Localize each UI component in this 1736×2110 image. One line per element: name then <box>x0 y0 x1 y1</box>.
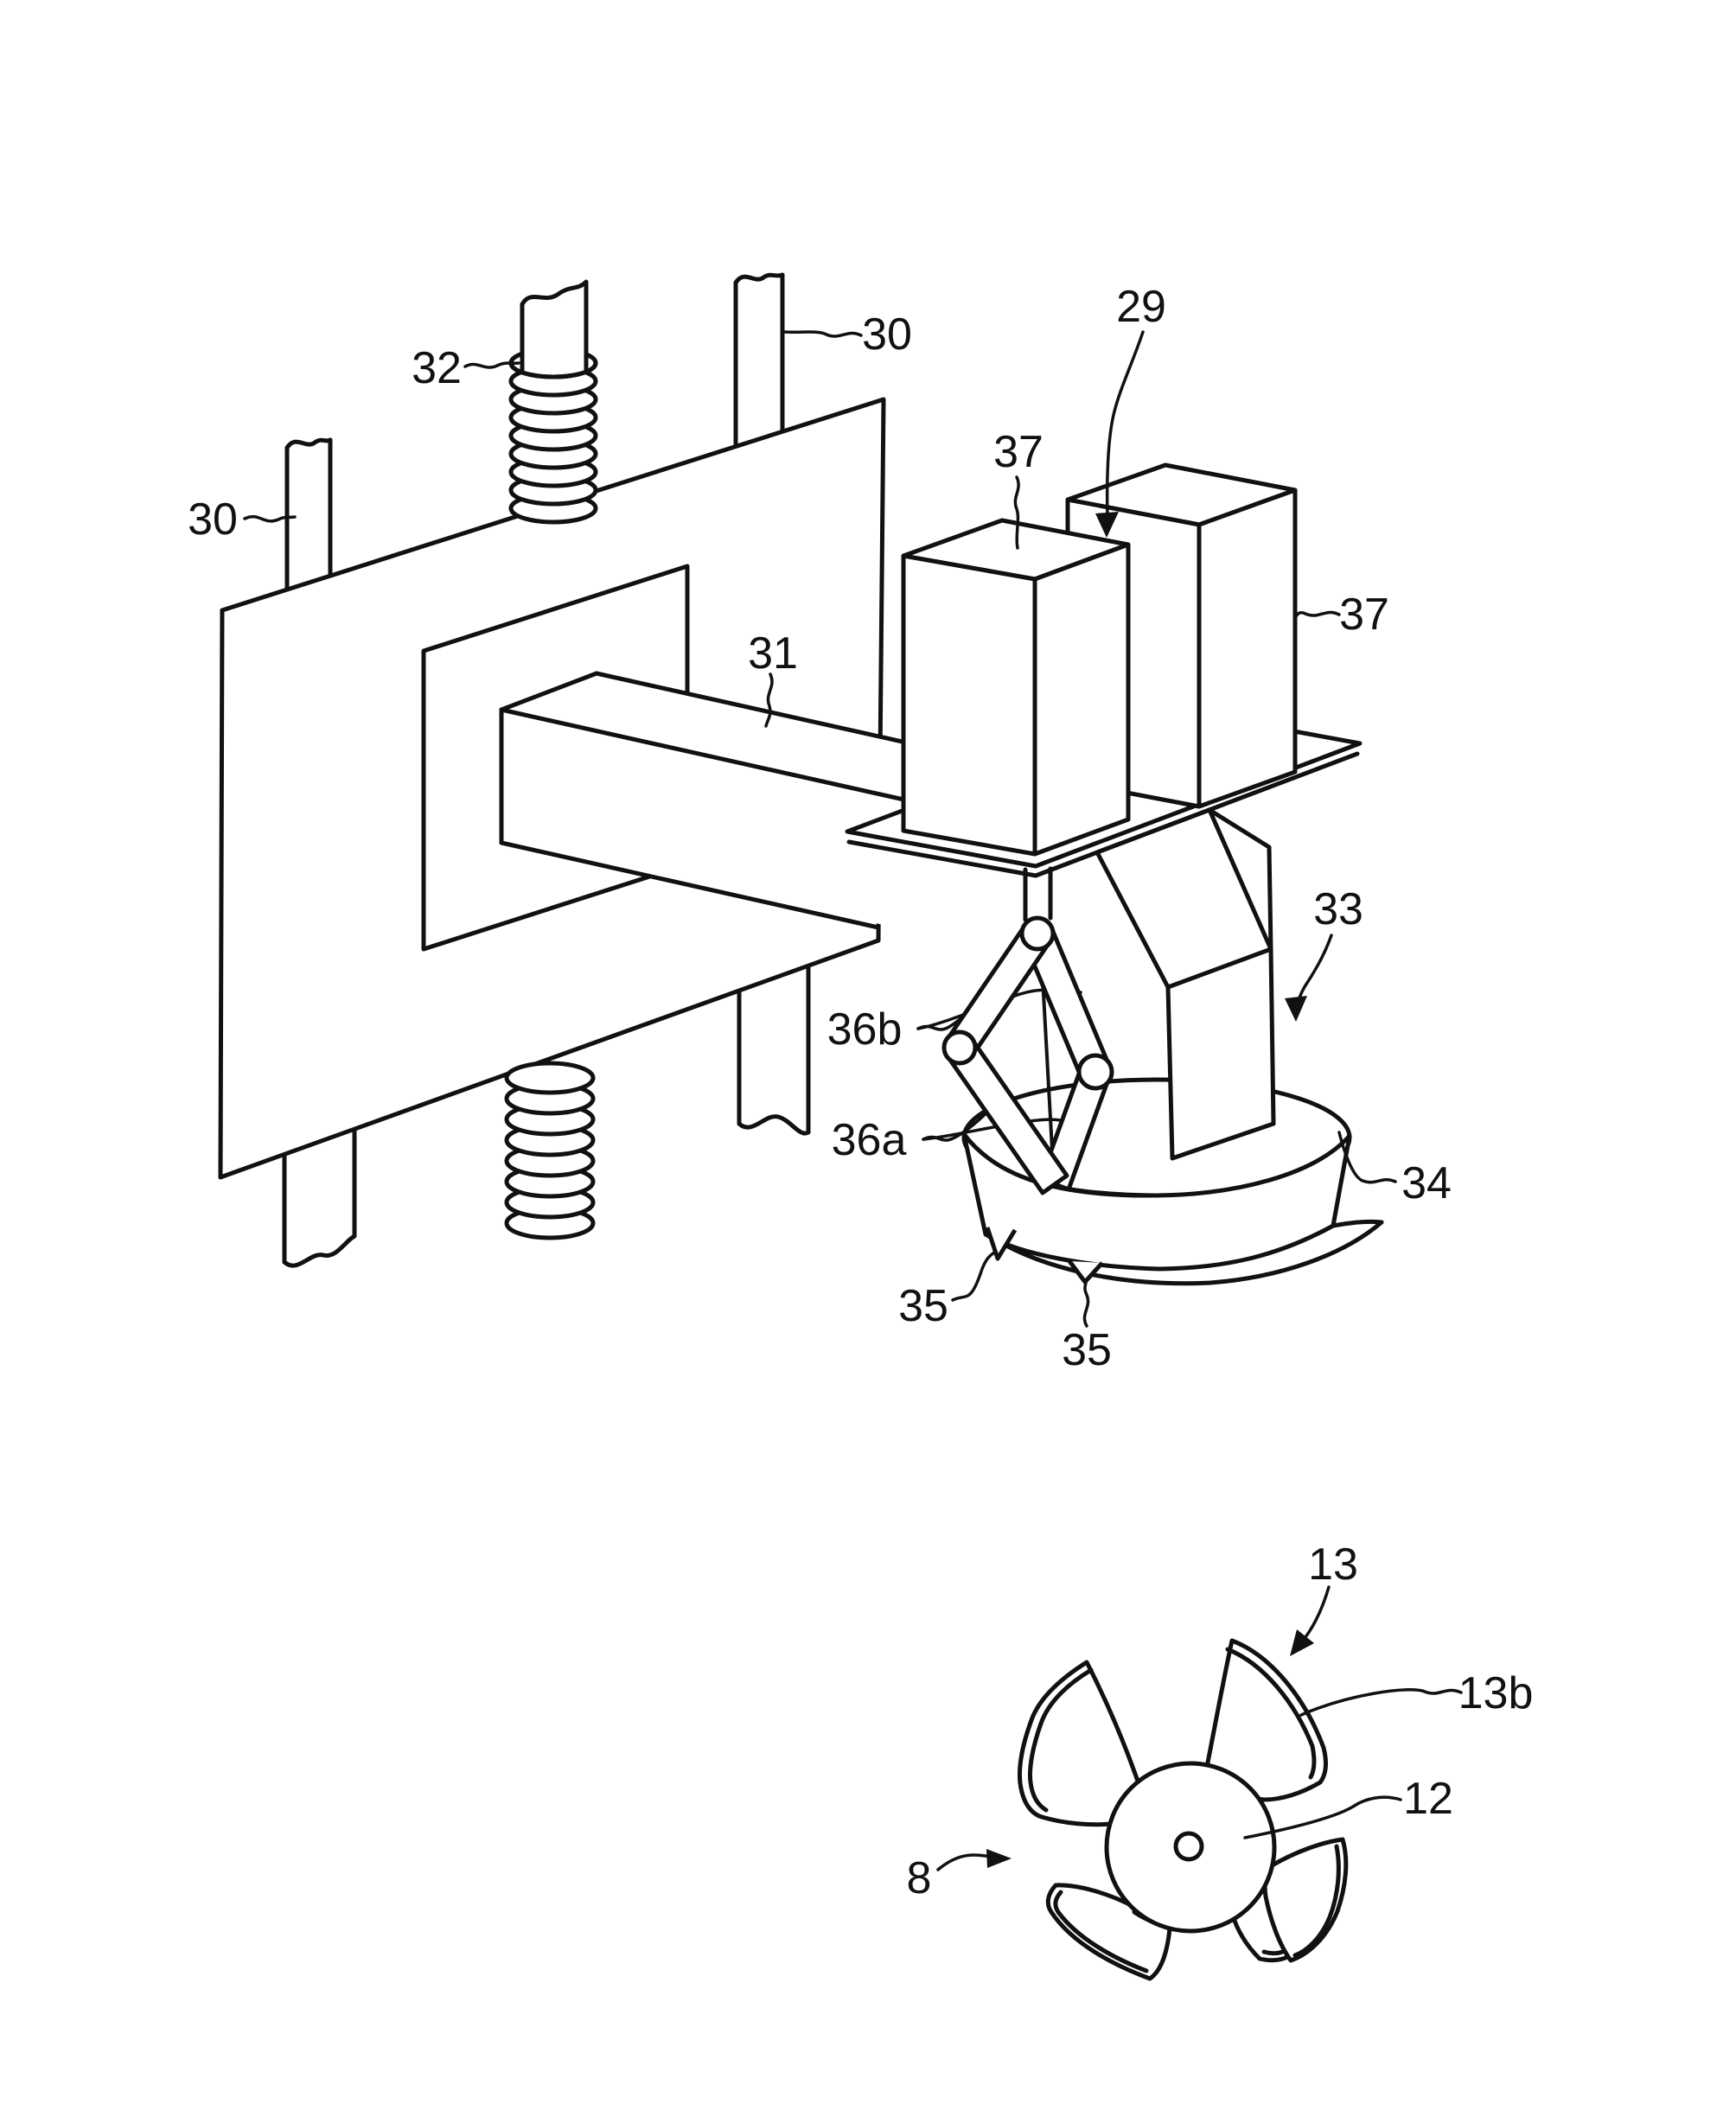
leader-35-bottom <box>1082 1281 1090 1328</box>
impeller-blade-upper-right <box>1201 1638 1329 1802</box>
scissor-linkage <box>941 915 1114 1195</box>
leader-35-left <box>951 1251 996 1302</box>
linkage-pin-top <box>1019 915 1056 952</box>
leader-12 <box>1243 1795 1402 1839</box>
leader-30-right <box>783 330 863 338</box>
ref-label-37-right: 37 <box>1339 590 1389 640</box>
bowl-bottom-lip <box>1002 1220 1384 1286</box>
arrow-33 <box>1285 934 1333 1022</box>
arrow-29 <box>1095 330 1145 538</box>
guide-post-top-middle <box>733 272 785 456</box>
guide-post-bottom-left <box>282 1129 357 1268</box>
impeller-hub-hole <box>1173 1831 1204 1862</box>
leader-34 <box>1337 1131 1397 1184</box>
ref-label-30-right: 30 <box>862 309 912 360</box>
leader-30-left <box>243 515 297 523</box>
ref-label-13b: 13b <box>1458 1668 1534 1718</box>
ref-label-13: 13 <box>1308 1539 1358 1590</box>
ref-label-32: 32 <box>412 343 462 393</box>
pusher-block-front <box>901 518 1131 857</box>
ref-label-29: 29 <box>1116 282 1166 332</box>
leader-31 <box>764 673 774 728</box>
leader-32 <box>463 361 520 369</box>
feed-screw-upper <box>508 279 598 525</box>
impeller <box>1018 1638 1349 1981</box>
ref-label-33: 33 <box>1313 884 1363 934</box>
guide-post-bottom-middle <box>737 965 811 1136</box>
ref-label-12: 12 <box>1403 1774 1453 1824</box>
ref-label-37-left: 37 <box>993 427 1044 477</box>
ref-label-36b: 36b <box>827 1004 903 1055</box>
impeller-blade-right <box>1262 1837 1349 1963</box>
bowl-tooth-left <box>985 1227 1018 1261</box>
leader-13b <box>1299 1688 1463 1717</box>
arrow-8 <box>936 1849 1012 1871</box>
ref-label-34: 34 <box>1401 1158 1452 1208</box>
linkage-pin-right <box>1076 1053 1114 1091</box>
ref-label-30-left: 30 <box>188 494 238 545</box>
ref-label-31: 31 <box>748 628 798 679</box>
ref-label-8: 8 <box>907 1853 932 1903</box>
leader-37-left <box>1013 475 1020 550</box>
linkage-hanger-rod <box>1023 866 1053 922</box>
feed-screw-lower <box>504 1061 596 1240</box>
linkage-pin-left <box>941 1030 978 1066</box>
discharge-chute <box>1095 807 1276 1161</box>
ref-label-35-left: 35 <box>898 1281 948 1331</box>
guide-post-top-left <box>284 437 333 599</box>
ref-label-36a: 36a <box>832 1115 907 1165</box>
leader-37-right <box>1295 610 1341 617</box>
arrow-13 <box>1290 1585 1331 1656</box>
ref-label-35-bottom: 35 <box>1062 1325 1112 1375</box>
